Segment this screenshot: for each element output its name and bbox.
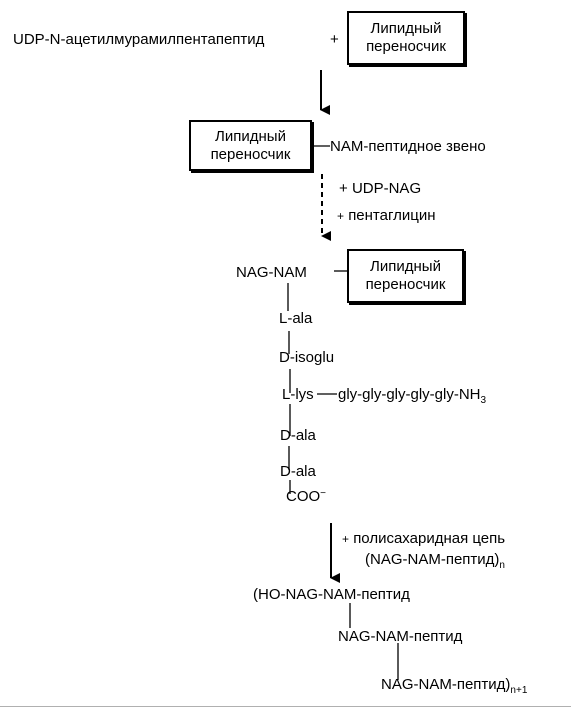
product-line-1: (HO-NAG-NAM-пептид bbox=[253, 586, 410, 603]
nag-nam-label: NAG-NAM bbox=[236, 264, 307, 281]
carrier-label-line1: Липидный bbox=[370, 20, 442, 37]
reagent-polysaccharide-chain: + полисахаридная цепь bbox=[342, 530, 505, 548]
reagent-nag-nam-peptide-n: (NAG-NAM-пептид)n bbox=[365, 551, 505, 571]
stereo-prefix: D bbox=[279, 349, 290, 366]
coo-label: COO bbox=[286, 488, 321, 505]
residue-name: -isoglu bbox=[289, 349, 335, 366]
nam-peptide-unit: NAM-пептидное звено bbox=[330, 138, 486, 155]
pentaglycine-label: пентаглицин bbox=[348, 207, 436, 224]
pentaglycine-bridge: gly-gly-gly-gly-gly-NH3 bbox=[338, 386, 487, 406]
reagent-udp-nag: + UDP-NAG bbox=[339, 180, 421, 197]
polysaccharide-chain-label: полисахаридная цепь bbox=[353, 530, 506, 547]
stereo-prefix: L bbox=[279, 310, 288, 327]
nh3-subscript: 3 bbox=[480, 395, 487, 406]
carrier-label-line2: переносчик bbox=[365, 276, 446, 293]
residue-name: -ala bbox=[287, 310, 313, 327]
product-line-3: NAG-NAM-пептид)n+1 bbox=[381, 676, 528, 696]
product-line-2: NAG-NAM-пептид bbox=[338, 628, 463, 645]
glycine-chain-label: gly-gly-gly-gly-gly-NH bbox=[338, 386, 481, 403]
nag-nam-peptide-label: NAG-NAM-пептид) bbox=[381, 676, 511, 693]
stereo-prefix: D bbox=[280, 463, 291, 480]
stereo-prefix: D bbox=[280, 427, 291, 444]
carrier-label-line1: Липидный bbox=[215, 127, 286, 145]
residue-name: -lys bbox=[290, 386, 314, 403]
d-ala-residue-1: D-ala bbox=[280, 427, 316, 444]
substrate-udp-murnac-pentapeptide: UDP-N-ацетилмурамилпентапептид bbox=[13, 31, 265, 48]
plus-sign: + bbox=[337, 209, 345, 223]
nag-nam-peptide-label: (NAG-NAM-пептид) bbox=[365, 551, 500, 568]
plus-sign: + bbox=[330, 31, 339, 48]
residue-name: -ala bbox=[290, 427, 316, 444]
reagent-pentaglycine: + пентаглицин bbox=[337, 207, 436, 225]
udp-nag-label: UDP-NAG bbox=[351, 180, 422, 197]
residue-name: -ala bbox=[290, 463, 316, 480]
plus-sign: + bbox=[342, 532, 350, 546]
lipid-carrier-box-3: Липидный переносчик bbox=[347, 249, 464, 303]
d-isoglu-residue: D-isoglu bbox=[279, 349, 334, 366]
carboxylate-group: COO− bbox=[286, 488, 326, 505]
plus-sign: + bbox=[339, 180, 348, 197]
lipid-carrier-box-1: Липидный переносчик bbox=[347, 11, 465, 65]
coo-charge: − bbox=[320, 488, 327, 499]
carrier-label-line1: Липидный bbox=[370, 258, 441, 275]
carrier-label-line2: переносчик bbox=[366, 38, 446, 55]
subscript-n-plus-1: n+1 bbox=[510, 685, 528, 696]
carrier-label-line2: переносчик bbox=[210, 145, 291, 163]
subscript-n: n bbox=[499, 560, 505, 571]
l-ala-residue: L-ala bbox=[279, 310, 312, 327]
d-ala-residue-2: D-ala bbox=[280, 463, 316, 480]
stereo-prefix: L bbox=[282, 386, 291, 403]
lipid-carrier-box-2: Липидный переносчик bbox=[189, 120, 312, 171]
l-lys-residue: L-lys bbox=[282, 386, 314, 403]
bottom-divider bbox=[0, 706, 571, 707]
